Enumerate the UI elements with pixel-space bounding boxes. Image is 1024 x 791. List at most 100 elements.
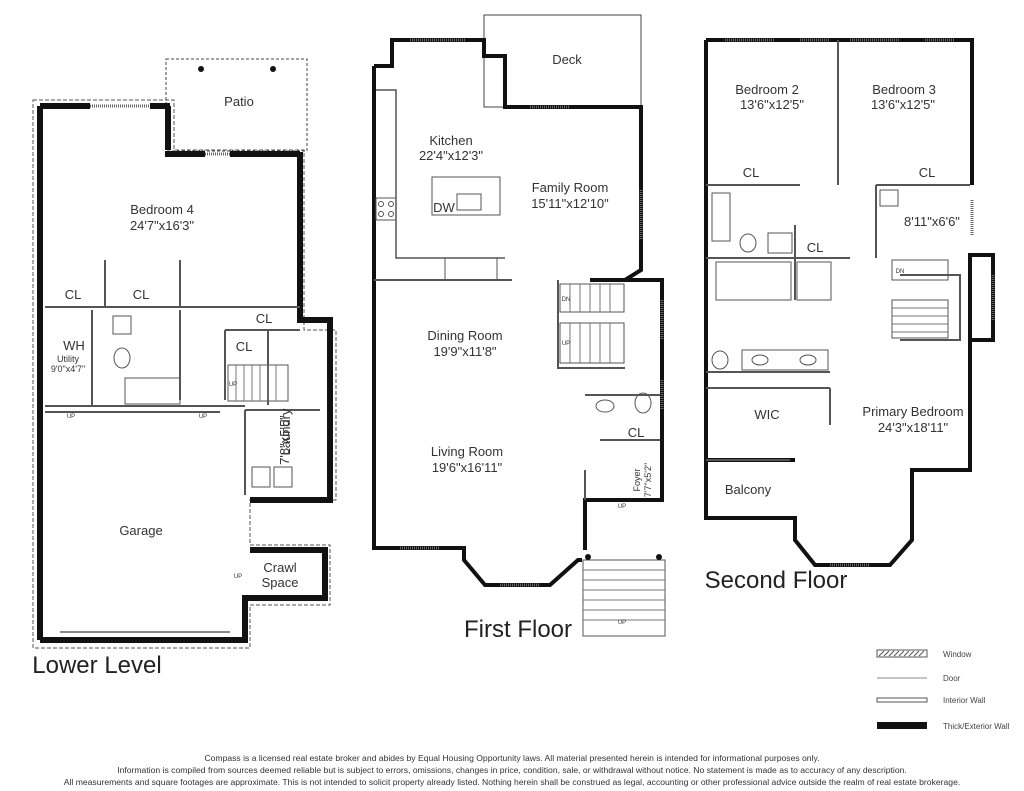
shower	[124, 377, 181, 405]
legend-label-window: Window	[943, 650, 972, 659]
sink	[767, 232, 793, 254]
room-dim-utility: 9'0"x4'7"	[51, 364, 85, 374]
sink	[456, 193, 482, 211]
stair-label-up: UP	[234, 574, 242, 580]
washer	[251, 466, 271, 488]
room-dim-laundry: 8'11"x6'6"	[904, 214, 960, 229]
entry-stairs	[582, 559, 666, 637]
sink	[595, 399, 615, 413]
burner	[378, 201, 384, 207]
stair-label-dn: DN	[562, 297, 571, 303]
room-dim-primary: 24'3"x18'11"	[878, 420, 949, 435]
legend-label-door: Door	[943, 674, 961, 683]
room-dim-family: 15'11"x12'10"	[531, 196, 609, 211]
room-dim-bedroom4: 24'7"x16'3"	[130, 218, 194, 233]
stair-treads	[583, 569, 665, 621]
room-label-wh: WH	[63, 338, 85, 353]
stairs	[227, 364, 289, 402]
kitchen-counter	[376, 89, 505, 259]
disclaimer-line-2: Information is compiled from sources dee…	[117, 765, 907, 775]
sink	[112, 315, 132, 335]
stair-label-up: UP	[199, 414, 207, 420]
legend-swatch-hatch	[878, 650, 925, 657]
room-label-space: Space	[262, 575, 299, 590]
stairs	[891, 299, 949, 339]
room-label-foyer: Foyer	[632, 468, 642, 491]
floor-title-lower: Lower Level	[32, 652, 161, 679]
toilet	[739, 233, 757, 253]
vanity	[741, 349, 829, 371]
room-dim-kitchen: 22'4"x12'3"	[419, 148, 483, 163]
interior-wall	[706, 40, 970, 461]
room-label-wic: WIC	[754, 407, 779, 422]
room-label-laundry: Laundry	[278, 408, 293, 455]
bathtub	[711, 192, 731, 242]
room-label-kitchen: Kitchen	[429, 133, 472, 148]
patio-post	[270, 66, 276, 72]
stairs	[891, 259, 949, 281]
stair-treads	[569, 323, 611, 363]
room-label-patio: Patio	[224, 94, 254, 109]
room-label-closet: CL	[236, 339, 253, 354]
first-floor-plan: Deck Kitchen 22'4"x12'3" DW Family Room …	[372, 14, 666, 643]
second-floor-plan: Bedroom 2 13'6"x12'5" Bedroom 3 13'6"x12…	[704, 38, 995, 594]
first-exterior-wall	[372, 66, 582, 587]
room-label-closet: CL	[256, 311, 273, 326]
burner	[378, 211, 384, 217]
room-label-closet: CL	[628, 425, 645, 440]
interior-wall	[374, 279, 660, 500]
legend-swatch-interior	[876, 697, 928, 703]
room-label-bedroom4: Bedroom 4	[130, 202, 194, 217]
first-exterior-wall	[583, 278, 664, 550]
patio-post	[198, 66, 204, 72]
window	[725, 38, 995, 567]
room-dim-dining: 19'9"x11'8"	[433, 344, 496, 359]
room-label-primary: Primary Bedroom	[862, 404, 963, 419]
kitchen-island	[431, 176, 501, 216]
room-label-closet: CL	[65, 287, 82, 302]
room-label-dining: Dining Room	[427, 328, 502, 343]
legend-label-exterior: Thick/Exterior Wall	[943, 722, 1010, 731]
post	[656, 554, 662, 560]
sink	[799, 354, 817, 366]
disclaimer-line-1: Compass is a licensed real estate broker…	[204, 753, 820, 763]
window	[400, 38, 664, 587]
room-label-closet: CL	[133, 287, 150, 302]
room-label-balcony: Balcony	[725, 482, 772, 497]
stair-label-up: UP	[618, 504, 626, 510]
room-dim-bedroom3: 13'6"x12'5"	[871, 97, 935, 112]
second-exterior-wall	[706, 38, 974, 185]
room-label-bedroom2: Bedroom 2	[735, 82, 799, 97]
room-label-closet: CL	[919, 165, 936, 180]
stair-label-up: UP	[618, 620, 626, 626]
stair-treads	[235, 365, 277, 401]
room-label-closet: CL	[743, 165, 760, 180]
stair-treads	[569, 284, 611, 312]
room-dim-bedroom2: 13'6"x12'5"	[740, 97, 804, 112]
stairs	[559, 322, 625, 364]
lower-level-plan: Patio Bedroom 4 24'7"x16'3" CL CL CL CL …	[32, 58, 337, 679]
legend-swatch-window	[876, 649, 928, 658]
room-label-family: Family Room	[532, 180, 609, 195]
stove	[375, 197, 397, 221]
room-label-deck: Deck	[552, 52, 582, 67]
burner	[388, 201, 394, 207]
toilet	[113, 347, 131, 369]
floor-title-second: Second Floor	[705, 567, 848, 594]
legend-swatch-exterior	[877, 722, 927, 729]
room-label-living: Living Room	[431, 444, 503, 459]
room-dim-living: 19'6"x16'11"	[432, 460, 503, 475]
room-dim-laundry: 7'8"x5'5"	[277, 415, 292, 465]
stair-label-dn: DN	[896, 269, 905, 275]
room-label-garage: Garage	[119, 523, 162, 538]
toilet	[634, 392, 652, 414]
legend: Window Door Interior Wall Thick/Exterior…	[876, 649, 1010, 731]
legend-label-interior: Interior Wall	[943, 696, 986, 705]
lower-exterior-wall	[40, 547, 328, 643]
room-dim-foyer: 7'7"x5'2"	[643, 463, 653, 497]
room-label-crawl: Crawl	[263, 560, 296, 575]
disclaimer-line-3: All measurements and square footages are…	[63, 777, 961, 787]
room-label-bedroom3: Bedroom 3	[872, 82, 936, 97]
room-label-closet: CL	[807, 240, 824, 255]
